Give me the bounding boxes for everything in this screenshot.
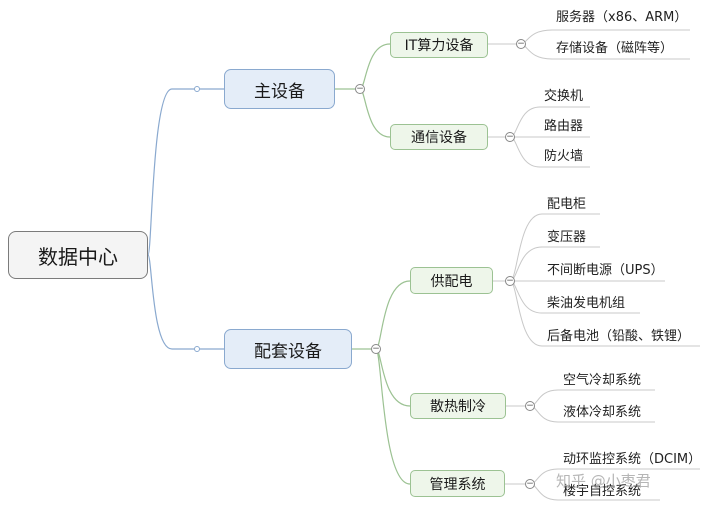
node-management-label: 管理系统 xyxy=(429,476,486,493)
node-main-equipment-label: 主设备 xyxy=(254,81,305,102)
edge-root-main xyxy=(147,88,224,256)
leaf-air-cooling: 空气冷却系统 xyxy=(563,373,642,388)
leaf-distribution-cabinet: 配电柜 xyxy=(547,197,587,212)
collapse-toggle-cooling[interactable]: − xyxy=(525,401,535,411)
connector-dot-support xyxy=(194,346,200,352)
edge-main-comm xyxy=(359,88,391,138)
leaf-server: 服务器（x86、ARM） xyxy=(556,10,688,25)
node-management[interactable]: 管理系统 xyxy=(410,470,505,497)
leaf-backup-battery: 后备电池（铅酸、铁锂） xyxy=(547,329,691,344)
edge-root-support xyxy=(147,254,224,350)
node-communication-label: 通信设备 xyxy=(411,130,467,146)
collapse-toggle-mgmt[interactable]: − xyxy=(525,479,535,489)
node-it-computing[interactable]: IT算力设备 xyxy=(390,32,488,58)
leaf-router: 路由器 xyxy=(544,119,584,134)
collapse-toggle-power[interactable]: − xyxy=(505,276,515,286)
collapse-toggle-support[interactable]: − xyxy=(371,344,381,354)
connector-dot-main xyxy=(194,86,200,92)
node-cooling-label: 散热制冷 xyxy=(430,399,486,415)
collapse-toggle-comm[interactable]: − xyxy=(505,132,515,142)
leaf-building-automation: 楼宇自控系统 xyxy=(563,484,642,499)
node-communication[interactable]: 通信设备 xyxy=(390,124,488,150)
edge-main-it xyxy=(335,43,391,90)
node-cooling[interactable]: 散热制冷 xyxy=(410,393,506,419)
leaf-ups: 不间断电源（UPS） xyxy=(547,263,664,278)
leaf-switch: 交换机 xyxy=(544,89,584,104)
edge-support-mgmt xyxy=(375,348,411,485)
node-support-equipment-label: 配套设备 xyxy=(254,341,322,362)
collapse-toggle-it[interactable]: − xyxy=(516,39,526,49)
node-power-supply-label: 供配电 xyxy=(430,273,473,290)
node-power-supply[interactable]: 供配电 xyxy=(410,267,493,294)
leaf-transformer: 变压器 xyxy=(547,230,587,245)
node-it-computing-label: IT算力设备 xyxy=(404,38,474,54)
root-node[interactable]: 数据中心 xyxy=(8,231,148,279)
leaf-storage: 存储设备（磁阵等） xyxy=(556,41,674,56)
leaf-diesel-generator: 柴油发电机组 xyxy=(547,296,626,311)
collapse-toggle-main[interactable]: − xyxy=(355,84,365,94)
leaf-dcim: 动环监控系统（DCIM） xyxy=(563,452,702,467)
edge-support-power xyxy=(352,280,411,350)
leaf-liquid-cooling: 液体冷却系统 xyxy=(563,405,642,420)
node-main-equipment[interactable]: 主设备 xyxy=(224,69,335,109)
root-label: 数据中心 xyxy=(38,244,118,269)
node-support-equipment[interactable]: 配套设备 xyxy=(224,329,352,369)
watermark: 知乎 @小枣君 xyxy=(556,472,651,490)
leaf-firewall: 防火墙 xyxy=(544,149,584,164)
